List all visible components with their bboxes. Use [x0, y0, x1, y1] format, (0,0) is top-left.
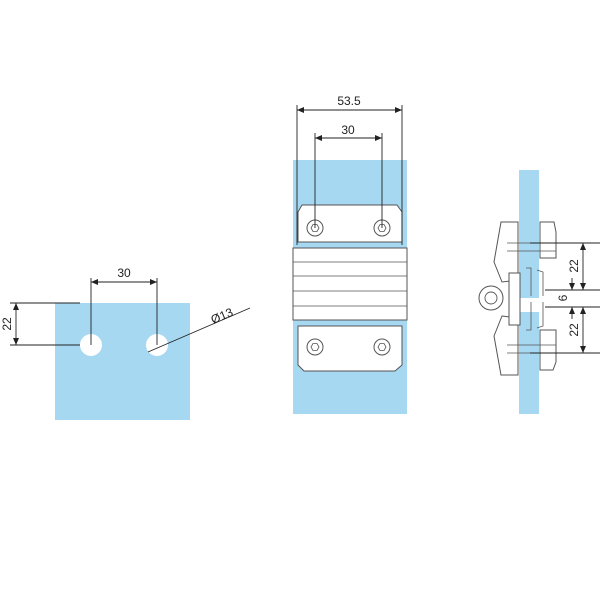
glass-hole-diameter-label: Ø13 — [209, 305, 236, 327]
side-gap-label: 6 — [556, 294, 570, 301]
front-overall-width-label: 53.5 — [337, 94, 361, 108]
hinge-side-view: 22 6 22 — [478, 170, 600, 414]
side-glass-upper — [519, 170, 539, 298]
side-lower-clamp-outer — [539, 329, 557, 371]
lower-left-screw — [306, 338, 324, 356]
glass-edge-offset-dimension: 22 — [0, 302, 80, 346]
front-overall-width-dimension: 53.5 — [296, 94, 403, 245]
lower-right-screw — [373, 338, 391, 356]
lower-clamp-plate — [297, 325, 403, 372]
hinge-barrel — [292, 247, 408, 321]
glass-cutout-view: 30 22 Ø13 — [0, 266, 251, 420]
front-hole-spacing-label: 30 — [341, 123, 355, 137]
side-pivot-block — [508, 272, 521, 326]
side-lower-offset-label: 22 — [567, 323, 581, 337]
glass-panel — [55, 303, 190, 420]
hinge-front-view: 53.5 30 — [292, 94, 408, 414]
side-glass-lower — [519, 312, 539, 414]
side-upper-offset-label: 22 — [567, 259, 581, 273]
side-offset-dimensions: 22 6 22 — [530, 242, 600, 354]
side-upper-clamp-outer — [539, 221, 557, 259]
glass-hole-spacing-dimension: 30 — [90, 266, 158, 345]
front-hole-spacing-dimension: 30 — [314, 123, 383, 228]
side-pivot-pin — [478, 285, 504, 311]
glass-edge-offset-label: 22 — [0, 317, 14, 331]
glass-hole-spacing-label: 30 — [117, 266, 131, 280]
